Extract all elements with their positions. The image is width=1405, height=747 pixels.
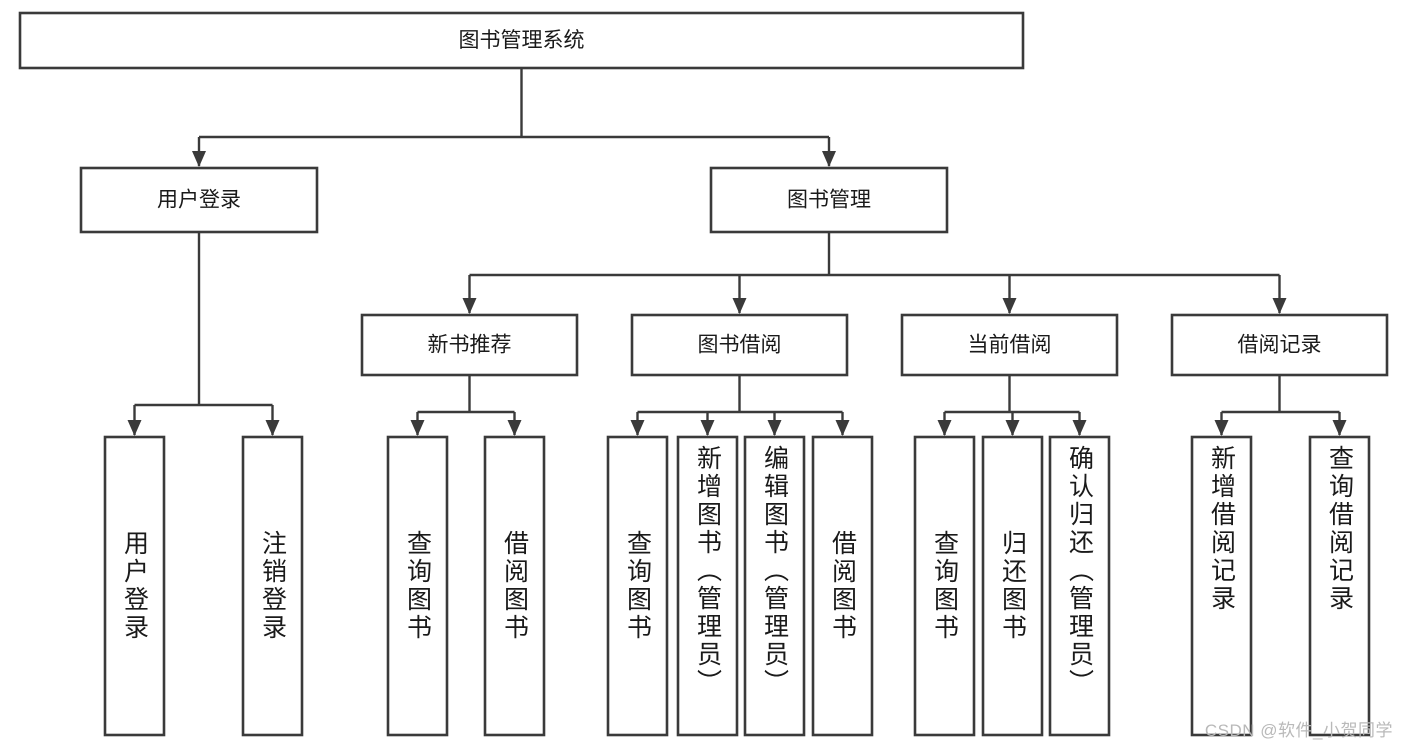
leaf-node-3[interactable] (483, 435, 546, 737)
level2-node-0[interactable] (79, 166, 319, 234)
connector-arrow-icon (265, 420, 280, 436)
connector-arrow-icon (1005, 420, 1020, 436)
leaf-node-8[interactable] (913, 435, 976, 737)
level3-node-label-0: 新书推荐 (428, 334, 512, 357)
level2-node-label-0: 用户登录 (157, 189, 241, 212)
connector-arrow-icon (822, 151, 836, 167)
level3-node-label-2: 当前借阅 (968, 334, 1052, 357)
level3-node-2[interactable] (900, 313, 1119, 377)
level2-node-1[interactable] (709, 166, 949, 234)
leaf-node-10[interactable] (1048, 435, 1111, 737)
leaf-node-6[interactable] (743, 435, 806, 737)
connector-arrow-icon (192, 151, 206, 167)
leaf-node-5[interactable] (676, 435, 739, 737)
level3-node-label-1: 图书借阅 (698, 334, 782, 357)
leaf-node-12[interactable] (1308, 435, 1371, 737)
level3-node-3[interactable] (1170, 313, 1389, 377)
level2-node-label-1: 图书管理 (787, 189, 871, 212)
level3-node-label-3: 借阅记录 (1238, 334, 1322, 357)
leaf-node-2[interactable] (386, 435, 449, 737)
level3-node-0[interactable] (360, 313, 579, 377)
root-node-label: 图书管理系统 (459, 29, 585, 52)
root-node[interactable] (18, 11, 1025, 70)
connector-arrow-icon (937, 420, 952, 436)
connector-arrow-icon (835, 420, 850, 436)
connector-arrow-icon (1272, 298, 1287, 314)
connector-arrow-icon (1002, 298, 1017, 314)
leaf-node-11[interactable] (1190, 435, 1253, 737)
connector-arrow-icon (410, 420, 425, 436)
box-layer (18, 11, 1389, 737)
connector-arrow-icon (1332, 420, 1347, 436)
leaf-node-7[interactable] (811, 435, 874, 737)
connector-arrow-icon (127, 420, 142, 436)
connector-arrow-icon (630, 420, 645, 436)
leaf-node-1[interactable] (241, 435, 304, 737)
connector-arrow-icon (732, 298, 747, 314)
connector-arrow-icon (700, 420, 715, 436)
connector-arrow-icon (507, 420, 522, 436)
leaf-node-9[interactable] (981, 435, 1044, 737)
level3-node-1[interactable] (630, 313, 849, 377)
connector-arrow-icon (1072, 420, 1087, 436)
csdn-watermark: CSDN @软件_小贺同学 (1204, 721, 1393, 740)
connector-arrow-icon (1214, 420, 1229, 436)
connector-layer (127, 68, 1347, 436)
connector-arrow-icon (462, 298, 477, 314)
leaf-node-4[interactable] (606, 435, 669, 737)
leaf-node-0[interactable] (103, 435, 166, 737)
connector-arrow-icon (767, 420, 782, 436)
